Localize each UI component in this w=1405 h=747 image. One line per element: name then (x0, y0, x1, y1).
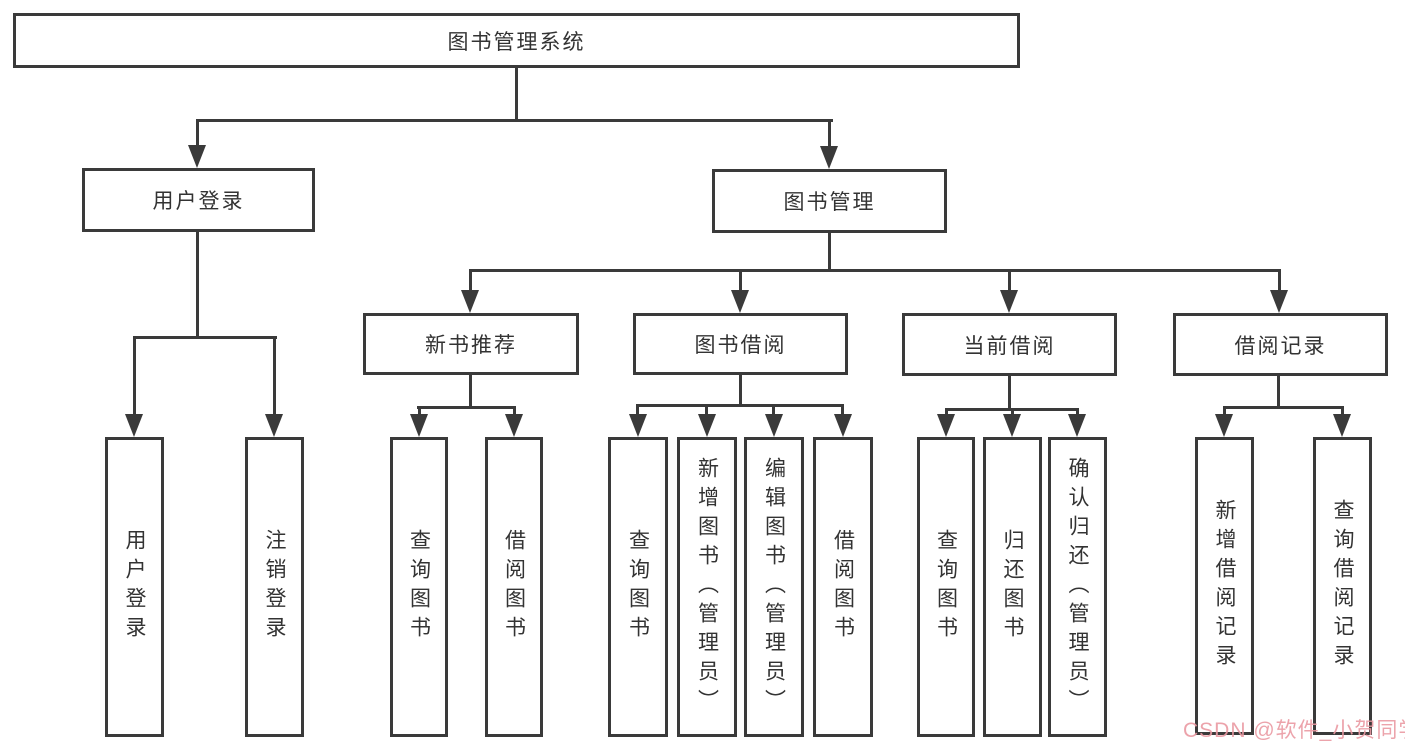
arrowhead-cb-confirm (1068, 414, 1086, 437)
arrowhead-bb-borrow (834, 414, 852, 437)
leaf-confirm-return-admin: 确认归还（管理员） (1048, 437, 1107, 737)
csdn-watermark: CSDN @软件_小贺同学 (1183, 719, 1405, 742)
connector-drop-recommend (469, 269, 472, 292)
arrowhead-bookborrow (731, 290, 749, 313)
leaf-add-borrow-record: 新增借阅记录 (1195, 437, 1254, 735)
arrowhead-leaf-logout (265, 414, 283, 437)
connector-drop-book-mgmt (828, 119, 831, 147)
arrowhead-br-query (1333, 414, 1351, 437)
arrowhead-leaf-login (125, 414, 143, 437)
node-book-management: 图书管理 (712, 169, 947, 233)
connector-drop-leaf-login (133, 336, 136, 416)
connector-drop-leaf-logout (273, 336, 276, 416)
arrowhead-bb-query (629, 414, 647, 437)
leaf-return-book: 归还图书 (983, 437, 1042, 737)
leaf-logout: 注销登录 (245, 437, 304, 737)
node-borrow-records: 借阅记录 (1173, 313, 1388, 376)
leaf-recommend-query-book: 查询图书 (390, 437, 448, 737)
connector-bookborrow-rail (636, 404, 844, 407)
leaf-edit-book-admin: 编辑图书（管理员） (744, 437, 804, 737)
node-current-borrow: 当前借阅 (902, 313, 1117, 376)
arrowhead-cb-query (937, 414, 955, 437)
connector-recommend-rail (417, 406, 516, 409)
connector-drop-bb-edit (772, 404, 775, 416)
connector-drop-cb-query (945, 408, 948, 416)
leaf-current-query-book: 查询图书 (917, 437, 975, 737)
node-root: 图书管理系统 (13, 13, 1020, 68)
connector-drop-bb-add (705, 404, 708, 416)
arrowhead-br-add (1215, 414, 1233, 437)
connector-drop-br-add (1223, 406, 1226, 416)
arrowhead-currentborrow (1000, 290, 1018, 313)
leaf-user-login: 用户登录 (105, 437, 164, 737)
arrowhead-rec-query (410, 414, 428, 437)
connector-borrowrecords-stem (1277, 373, 1280, 408)
connector-root-stem (515, 66, 518, 122)
connector-drop-cb-return (1011, 408, 1014, 416)
connector-userlogin-stem (196, 229, 199, 339)
arrowhead-bb-edit (765, 414, 783, 437)
connector-bookmgmt-stem (828, 230, 831, 272)
connector-drop-borrowrecords (1278, 269, 1281, 292)
arrowhead-rec-borrow (505, 414, 523, 437)
connector-drop-cb-confirm (1076, 408, 1079, 416)
leaf-query-borrow-record: 查询借阅记录 (1313, 437, 1372, 735)
connector-drop-rec-query (418, 406, 421, 416)
arrowhead-borrowrecords (1270, 290, 1288, 313)
connector-bookmgmt-rail (469, 269, 1281, 272)
leaf-add-book-admin: 新增图书（管理员） (677, 437, 737, 737)
connector-userlogin-rail (133, 336, 277, 339)
node-new-book-recommend: 新书推荐 (363, 313, 579, 375)
leaf-borrow-query-book: 查询图书 (608, 437, 668, 737)
connector-borrowrecords-rail (1223, 406, 1344, 409)
connector-currentborrow-stem (1008, 373, 1011, 410)
connector-drop-currentborrow (1008, 269, 1011, 292)
arrowhead-user-login (188, 145, 206, 168)
arrowhead-book-mgmt (820, 146, 838, 169)
connector-drop-rec-borrow (513, 406, 516, 416)
connector-drop-bb-borrow (841, 404, 844, 416)
connector-drop-user-login (196, 119, 199, 147)
arrowhead-bb-add (698, 414, 716, 437)
connector-recommend-stem (469, 372, 472, 408)
connector-bookborrow-stem (739, 372, 742, 406)
leaf-recommend-borrow-book: 借阅图书 (485, 437, 543, 737)
leaf-borrow-book: 借阅图书 (813, 437, 873, 737)
node-book-borrow: 图书借阅 (633, 313, 848, 375)
connector-drop-bookborrow (739, 269, 742, 292)
connector-drop-bb-query (636, 404, 639, 416)
connector-drop-br-query (1341, 406, 1344, 416)
arrowhead-cb-return (1003, 414, 1021, 437)
arrowhead-recommend (461, 290, 479, 313)
node-user-login: 用户登录 (82, 168, 315, 232)
connector-root-rail (196, 119, 833, 122)
